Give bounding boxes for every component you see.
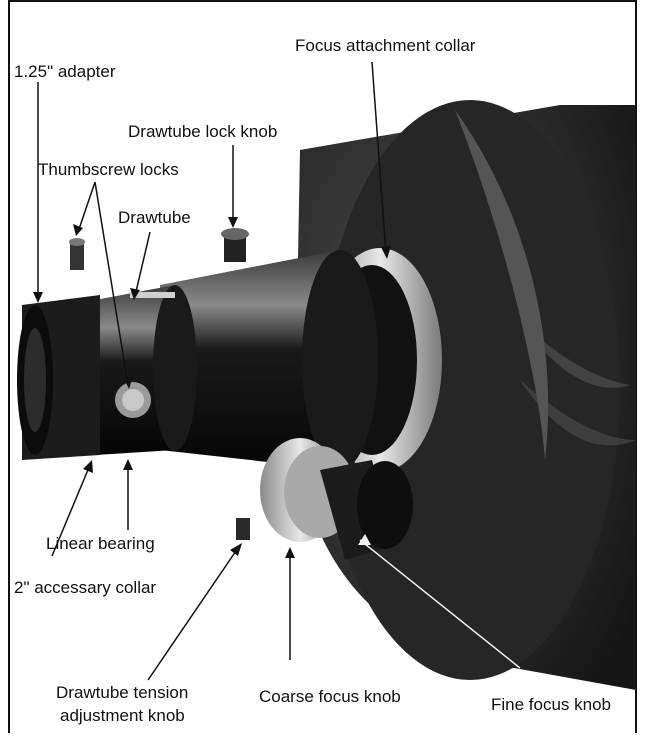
- drawtube: [95, 285, 197, 455]
- label-thumbscrew-locks: Thumbscrew locks: [38, 160, 179, 179]
- focuser-body: [160, 250, 378, 470]
- label-drawtube: Drawtube: [118, 208, 191, 227]
- leader-tension-knob: [147, 547, 239, 681]
- leader-drawtube: [134, 231, 151, 297]
- adapter-125: [17, 238, 100, 460]
- drawtube-lock-knob: [221, 228, 249, 262]
- leader-thumbscrew-1: [77, 181, 96, 233]
- leader-fine-focus: [358, 534, 521, 669]
- label-accessory-collar-2: 2" accessary collar: [14, 578, 157, 597]
- label-focus-attachment-collar: Focus attachment collar: [295, 36, 476, 55]
- fine-focus-knob: [320, 460, 413, 560]
- label-drawtube-tension-line1: Drawtube tension: [56, 683, 189, 702]
- leader-thumbscrew-2: [94, 181, 129, 386]
- leader-lines: [33, 61, 391, 681]
- drawtube-tension-knob: [236, 518, 250, 540]
- leader-accessory-collar: [51, 464, 91, 557]
- leader-focus-collar: [371, 61, 387, 256]
- thumbscrew: [115, 382, 151, 418]
- label-coarse-focus-knob: Coarse focus knob: [259, 687, 401, 706]
- label-drawtube-tension-line2: adjustment knob: [60, 706, 185, 725]
- label-drawtube-lock-knob: Drawtube lock knob: [128, 122, 278, 141]
- label-adapter-125: 1.25" adapter: [14, 62, 116, 81]
- label-linear-bearing: Linear bearing: [46, 534, 155, 553]
- label-fine-focus-knob: Fine focus knob: [491, 695, 612, 714]
